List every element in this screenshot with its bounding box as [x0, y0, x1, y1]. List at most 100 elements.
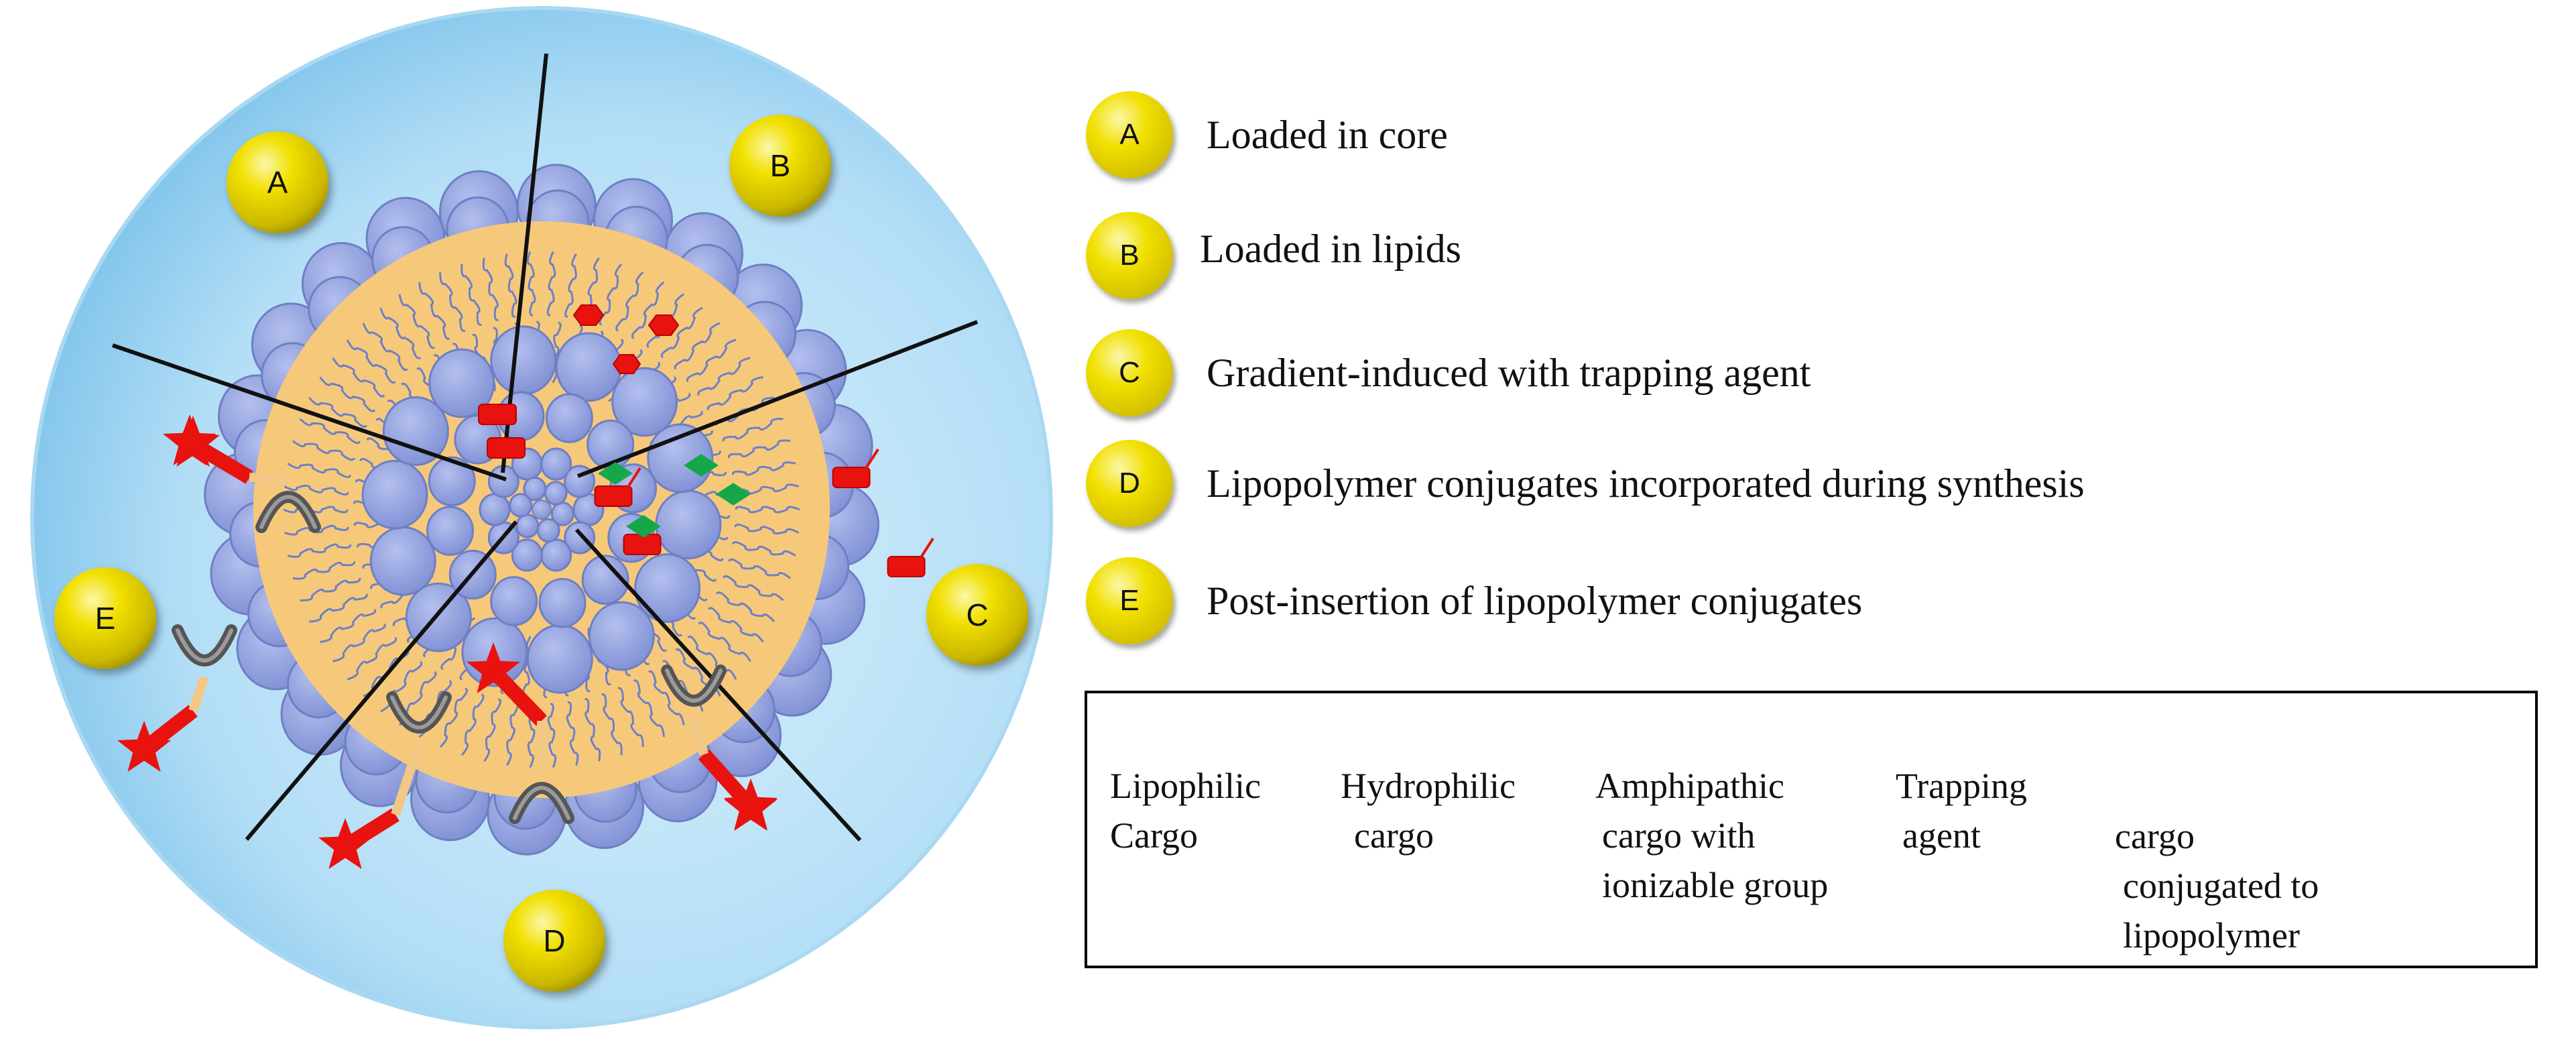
lipid-tail	[300, 577, 361, 601]
lipopolymer-highlight	[259, 495, 317, 529]
lipid-tail	[526, 251, 536, 316]
lipid-tail	[292, 440, 355, 461]
lipid-tail	[734, 523, 800, 535]
legend-text-a: Loaded in core	[1207, 112, 1448, 157]
legend-text-d: Lipopolymer conjugates incorporated duri…	[1207, 461, 2085, 506]
lipid-tail	[566, 701, 579, 766]
peg-linker	[391, 742, 424, 817]
center-sphere	[544, 481, 568, 506]
cargo-linker	[341, 808, 400, 853]
hydrophilic-cargo	[478, 404, 517, 425]
center-sphere	[536, 518, 560, 543]
lipid-tail	[461, 264, 482, 326]
inner-head	[428, 348, 495, 418]
lipid-tail	[283, 506, 349, 514]
lipid-tail	[346, 339, 396, 384]
core-center	[479, 447, 605, 572]
peg-linker	[188, 675, 209, 713]
lipid-tail	[483, 698, 502, 762]
lipid-tail	[615, 271, 644, 332]
trapping-agent	[716, 483, 751, 506]
sector-badge-d: D	[503, 890, 605, 992]
sector-divider	[245, 520, 518, 841]
lipid-tail	[439, 687, 468, 748]
inner-head	[634, 553, 701, 623]
badge-circle	[54, 567, 156, 669]
key-trapping-label: Trapping agent	[1896, 766, 2028, 856]
cargo-linker	[488, 665, 547, 726]
center-sphere	[532, 500, 552, 520]
lipophilic-cargo	[612, 354, 641, 374]
cargo-molecules	[117, 304, 934, 869]
lipid-tail	[697, 357, 751, 396]
inner-head	[426, 506, 474, 556]
badge-circle	[227, 131, 328, 233]
lipid-tail	[284, 484, 349, 496]
lipid-tail	[698, 622, 751, 662]
lipid-tail	[633, 679, 665, 738]
amphipathic-cargo	[887, 556, 926, 577]
sector-divider	[501, 53, 548, 473]
lipid-tail	[308, 396, 368, 428]
lipid-tail	[332, 623, 386, 662]
key-conjugate-label: cargo conjugated to lipopolymer	[2115, 816, 2319, 956]
trapping-agent	[626, 515, 661, 538]
trapping-agent	[598, 462, 633, 485]
inner-head	[428, 456, 476, 506]
lipophilic-cargo	[572, 304, 605, 326]
lipopolymer-highlight	[665, 669, 723, 703]
lipid-tail	[674, 322, 721, 370]
legend-row-d: D Lipopolymer conjugates incorporated du…	[1086, 437, 2085, 530]
cargo-star	[163, 414, 217, 465]
lipid-tail	[735, 506, 800, 514]
lipid-tail	[585, 698, 601, 762]
inner-head	[490, 576, 538, 626]
lipid-tail	[379, 307, 422, 359]
lipid-tail	[284, 524, 349, 536]
badge-b: B	[1086, 212, 1173, 299]
badge-a: A	[1086, 91, 1173, 178]
lipid-tail	[309, 593, 368, 623]
lipid-tail	[546, 251, 556, 316]
inner-head	[369, 526, 436, 596]
cargo-linker	[698, 749, 757, 812]
sector-divider	[112, 343, 507, 481]
sector-badge-a: A	[227, 131, 328, 233]
lipid-tail	[439, 272, 466, 333]
lipid-tail	[504, 253, 517, 319]
inner-head	[555, 332, 622, 402]
legend-row-a: A Loaded in core	[1086, 88, 1448, 182]
legend-row-b: B Loaded in lipids	[1086, 209, 1461, 302]
lipid-tail	[727, 439, 791, 459]
sector-badge-e: E	[54, 567, 156, 669]
lipid-tail	[292, 561, 356, 580]
hydrophilic-cargo	[623, 534, 662, 555]
inner-head	[587, 419, 635, 470]
sector-divider	[576, 320, 979, 478]
lipid-tail	[347, 636, 397, 681]
lipid-tail	[299, 418, 361, 445]
inner-head	[545, 393, 593, 443]
inner-head	[490, 325, 557, 396]
lipid-tail	[631, 281, 665, 339]
sector-badge-label: E	[95, 601, 116, 636]
sector-badge-c: C	[926, 564, 1028, 666]
peg-linker	[689, 716, 709, 756]
lipid-tail	[707, 607, 764, 643]
lipid-tail	[461, 693, 485, 756]
lipid-tail	[418, 282, 450, 340]
lipid-tail	[715, 591, 775, 623]
inner-head	[581, 555, 629, 605]
key-amphipathic-label: Amphipathic cargo with ionizable group	[1595, 766, 1829, 905]
lipid-tail	[398, 294, 436, 349]
badge-circle	[503, 890, 605, 992]
lipopolymer-highlight	[390, 695, 448, 730]
cargo-linker	[189, 437, 253, 484]
lipid-tail	[320, 608, 377, 643]
key-lipophilic-label: Lipophilic Cargo	[1110, 766, 1261, 856]
key-hydrophilic-label: Hydrophilic cargo	[1341, 766, 1516, 856]
badge-e: E	[1086, 557, 1173, 644]
inner-head	[538, 578, 587, 628]
